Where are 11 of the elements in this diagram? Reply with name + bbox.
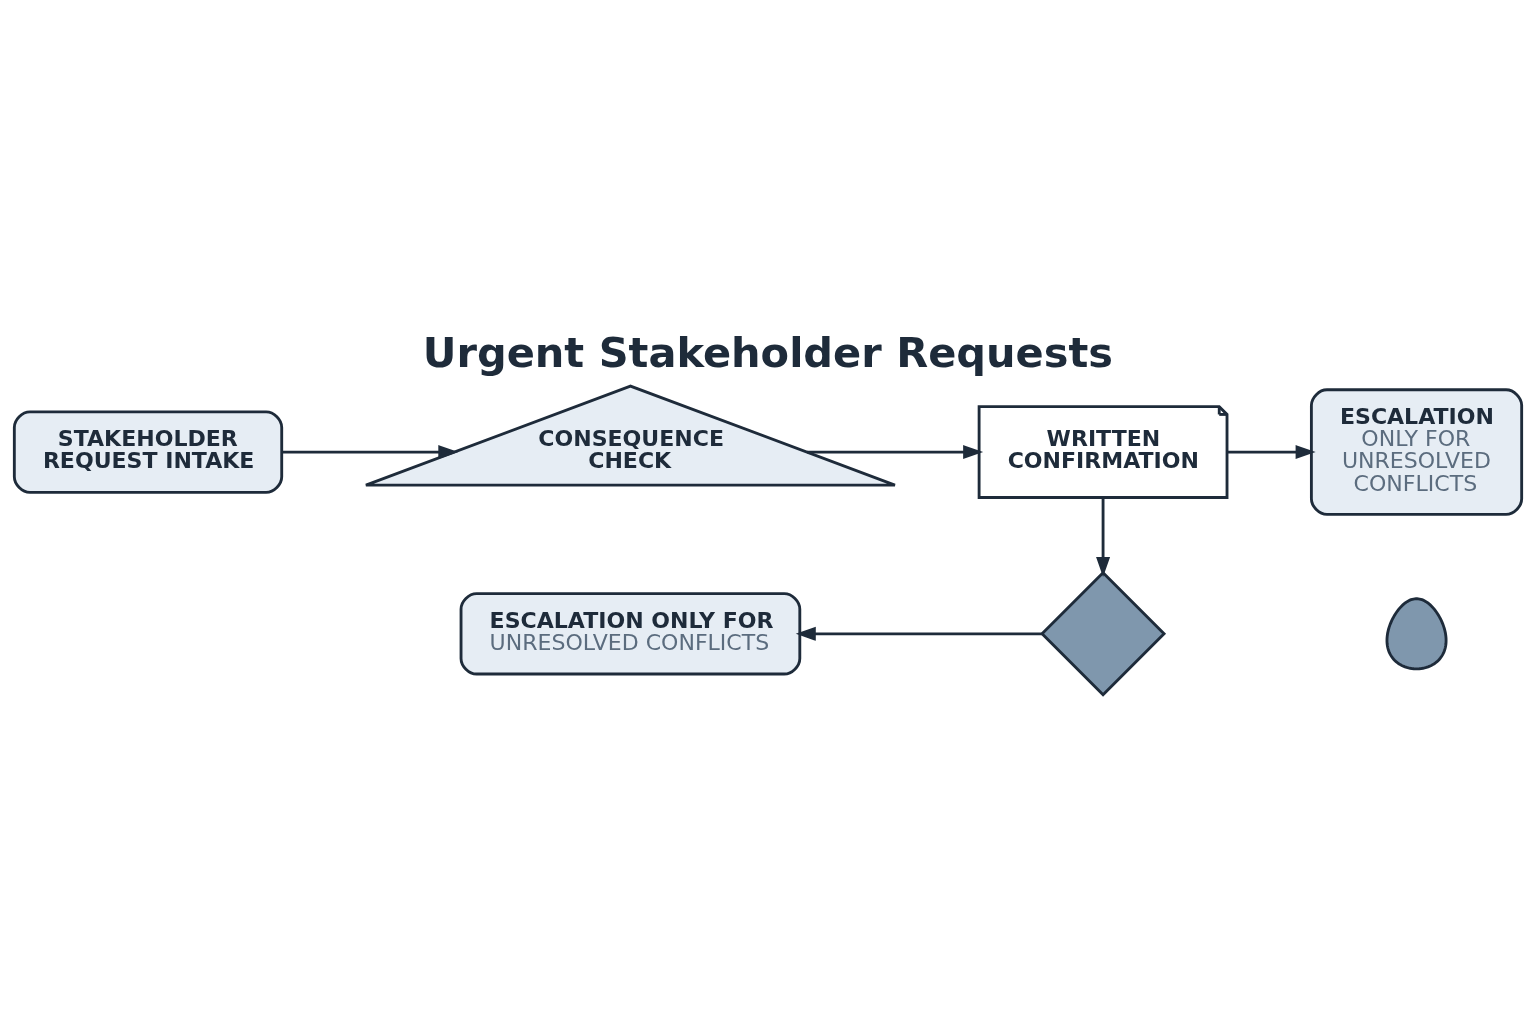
node-diamond: [1040, 570, 1167, 697]
diagram-title: Urgent Stakeholder Requests: [422, 327, 1114, 377]
node-box: ESCALATION ONLY FOR UNRESOLVED CONFLICTS: [459, 591, 802, 675]
arrow: [795, 626, 1042, 641]
node-person: [1385, 596, 1448, 670]
arrow: [807, 444, 984, 459]
arrow: [282, 444, 459, 459]
node-box: ESCALATION ONLY FOR UNRESOLVED CONFLICTS: [1309, 387, 1524, 516]
arrow: [1227, 444, 1316, 459]
arrow: [1096, 497, 1111, 577]
node-box: STAKEHOLDER REQUEST INTAKE: [12, 409, 284, 494]
